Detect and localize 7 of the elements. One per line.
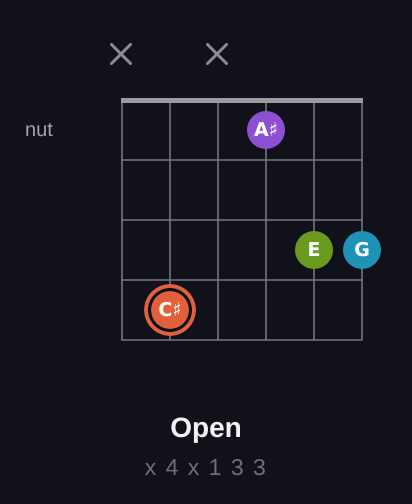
note-dot: E [295,231,333,269]
chord-name: Open [170,411,242,445]
fingering-text: x 4 x 1 3 3 [144,454,268,482]
nut-label: nut [25,118,53,142]
root-note-dot: C♯ [144,284,196,336]
note-dot: G [343,231,381,269]
note-dot: A♯ [247,111,285,149]
